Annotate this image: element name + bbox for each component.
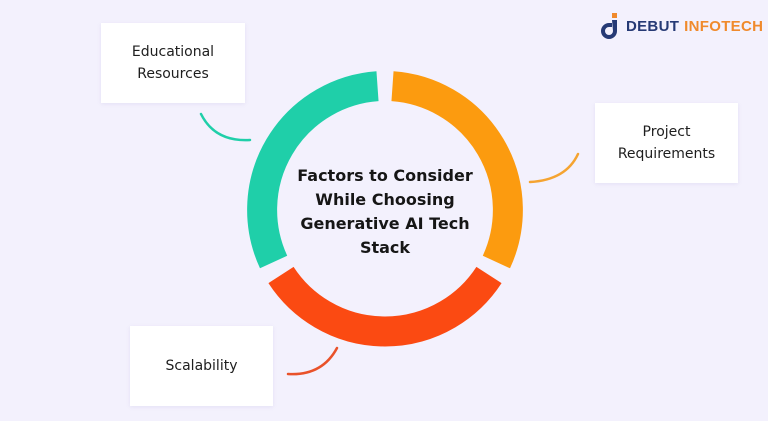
brand-name-primary: DEBUT — [626, 17, 680, 35]
diagram-center-title: Factors to Consider While Choosing Gener… — [290, 164, 480, 260]
connector-educational — [199, 112, 252, 142]
connector-scalability — [286, 346, 339, 376]
connector-project — [528, 152, 580, 184]
factor-card-educational-resources: Educational Resources — [101, 23, 245, 103]
segment-scalability — [268, 266, 502, 347]
brand-name-accent: INFOTECH — [684, 17, 764, 35]
card-label-line: Educational — [131, 44, 215, 60]
card-label-line: Project — [642, 124, 691, 140]
title-line: While Choosing — [315, 190, 455, 209]
card-label-line: Resources — [137, 66, 209, 82]
title-line: Factors to Consider — [297, 166, 473, 185]
card-label-line: Requirements — [617, 146, 716, 162]
factor-card-scalability: Scalability — [130, 326, 273, 406]
title-line: Generative AI Tech — [300, 214, 470, 233]
title-line: Stack — [359, 238, 411, 257]
card-label-line: Scalability — [165, 358, 238, 374]
debut-infotech-logo-icon — [601, 13, 617, 39]
segment-educational-resources — [247, 71, 379, 269]
segment-project-requirements — [391, 71, 523, 269]
factor-card-project-requirements: Project Requirements — [595, 103, 738, 183]
